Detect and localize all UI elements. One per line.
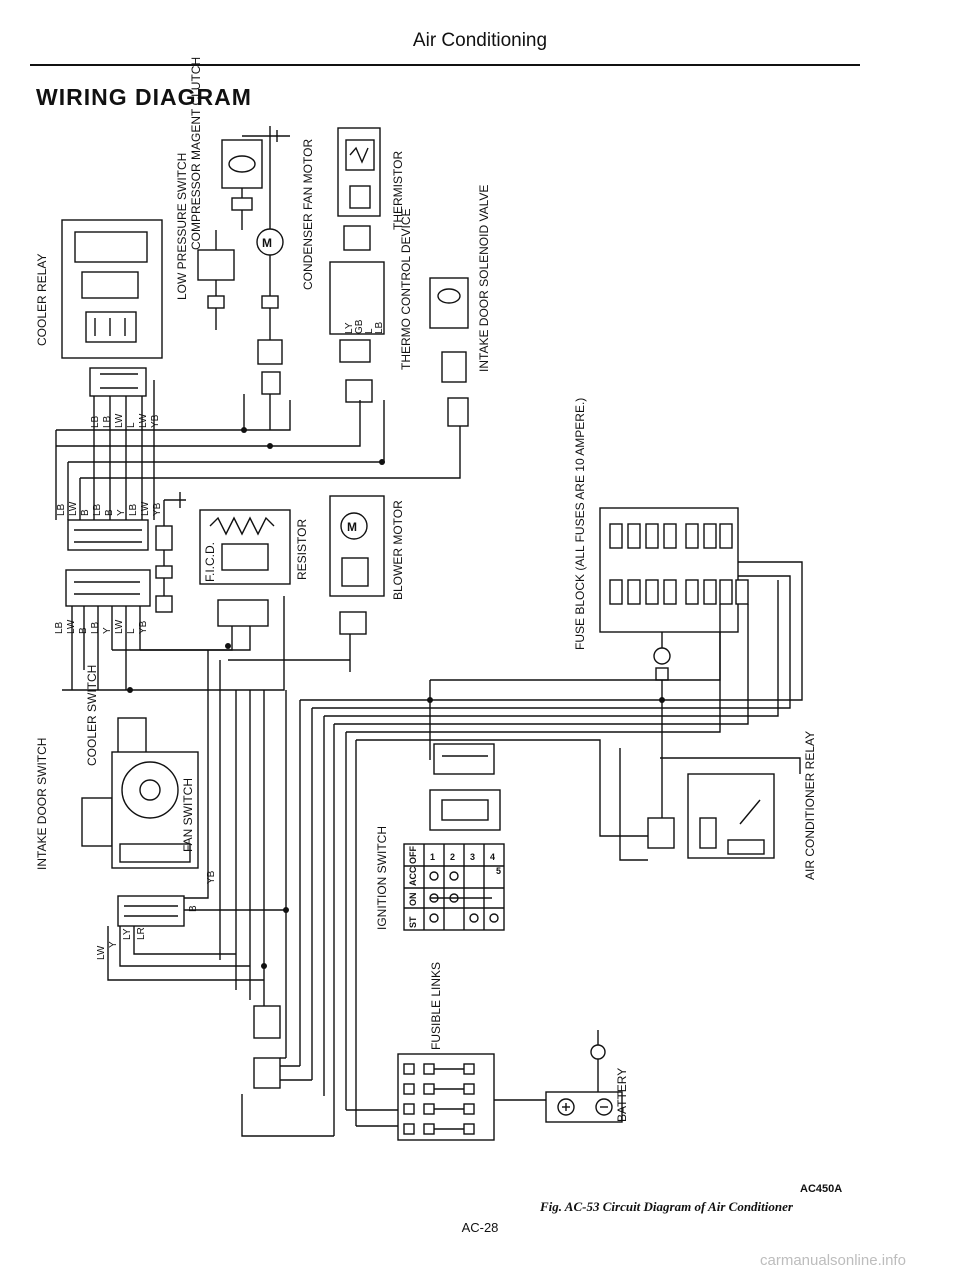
svg-text:B: B xyxy=(104,509,115,516)
fusible-link-rows xyxy=(403,1063,475,1135)
figure-code: AC450A xyxy=(800,1183,843,1195)
svg-text:5: 5 xyxy=(496,866,501,876)
intake-switch-box xyxy=(81,797,113,847)
svg-text:ACC: ACC xyxy=(408,866,418,886)
lower-connector-a xyxy=(253,1005,281,1039)
svg-text:Y: Y xyxy=(102,627,113,634)
svg-text:LW: LW xyxy=(96,945,107,960)
fuse-row-bottom xyxy=(609,579,749,605)
fan-switch-connector xyxy=(117,895,185,927)
mid-connector xyxy=(67,519,149,551)
svg-text:M: M xyxy=(262,236,272,250)
svg-text:L: L xyxy=(364,328,375,334)
label-battery: BATTERY xyxy=(615,1068,629,1122)
svg-text:B: B xyxy=(188,905,199,912)
label-resistor: RESISTOR xyxy=(295,519,309,580)
svg-text:1: 1 xyxy=(430,852,435,862)
svg-text:3: 3 xyxy=(470,852,475,862)
svg-text:LB: LB xyxy=(374,321,385,334)
section-title: WIRING DIAGRAM xyxy=(36,84,252,110)
header-rule xyxy=(30,64,860,66)
svg-text:YB: YB xyxy=(138,620,149,634)
wire-codes-relay: LB LB LW L LW YB xyxy=(90,413,161,428)
wire-harness xyxy=(55,380,803,1137)
svg-text:L: L xyxy=(126,422,137,428)
svg-text:LW: LW xyxy=(66,619,77,634)
label-low-pressure: LOW PRESSURE SWITCH xyxy=(175,153,189,300)
svg-text:LB: LB xyxy=(54,621,65,634)
svg-text:LB: LB xyxy=(56,503,67,516)
ficd-box xyxy=(155,525,173,551)
svg-text:LB: LB xyxy=(102,415,113,428)
label-thermistor: THERMISTOR xyxy=(391,151,405,230)
svg-text:LW: LW xyxy=(114,619,125,634)
page-number: AC-28 xyxy=(461,1220,499,1235)
svg-text:B: B xyxy=(80,509,91,516)
svg-text:4: 4 xyxy=(490,852,495,862)
indicator-bulb xyxy=(653,647,671,665)
ignition-table xyxy=(403,843,505,931)
svg-text:LB: LB xyxy=(90,415,101,428)
svg-text:LW: LW xyxy=(140,501,151,516)
svg-text:LB: LB xyxy=(128,503,139,516)
svg-text:ON: ON xyxy=(408,893,418,907)
compressor-clutch-box xyxy=(221,139,263,189)
svg-text:M: M xyxy=(347,520,357,534)
label-compressor: COMPRESSOR MAGENT CLUTCH xyxy=(189,57,203,250)
label-fusible: FUSIBLE LINKS xyxy=(429,962,443,1050)
wire-codes-fan: LB LW B LB Y LW L YB xyxy=(54,619,149,634)
resistor-connector xyxy=(217,599,269,627)
label-blower: BLOWER MOTOR xyxy=(391,500,405,600)
label-condenser: CONDENSER FAN MOTOR xyxy=(301,139,315,290)
svg-text:LB: LB xyxy=(90,621,101,634)
svg-text:L: L xyxy=(126,628,137,634)
label-fan-switch: FAN SWITCH xyxy=(181,778,195,852)
label-intake-switch: INTAKE DOOR SWITCH xyxy=(35,738,49,870)
svg-text:YB: YB xyxy=(152,502,163,516)
label-fuse-block: FUSE BLOCK (ALL FUSES ARE 10 AMPERE.) xyxy=(573,398,587,650)
label-cooler-switch: COOLER SWITCH xyxy=(85,665,99,766)
relay-connector xyxy=(89,367,147,397)
ignition-modes: ST ON ACC OFF xyxy=(408,846,418,928)
svg-text:Y: Y xyxy=(116,509,127,516)
svg-text:LY: LY xyxy=(122,928,133,940)
svg-text:LW: LW xyxy=(138,413,149,428)
svg-text:ST: ST xyxy=(408,916,418,928)
junction-dots xyxy=(127,427,665,969)
fan-connector xyxy=(65,569,151,607)
svg-text:LR: LR xyxy=(136,927,147,940)
thermo-control-box xyxy=(329,261,385,335)
label-ficd: F.I.C.D. xyxy=(203,542,217,582)
svg-text:LY: LY xyxy=(344,322,355,334)
svg-text:LB: LB xyxy=(92,503,103,516)
svg-text:B: B xyxy=(78,627,89,634)
ignition-terminals: 1 2 3 4 5 xyxy=(430,852,501,876)
figure-caption: Fig. AC-53 Circuit Diagram of Air Condit… xyxy=(540,1199,793,1214)
svg-text:2: 2 xyxy=(450,852,455,862)
watermark: carmanualsonline.info xyxy=(760,1252,906,1269)
wire-codes-bottom: LW Y LY LR YB B xyxy=(96,870,217,960)
svg-text:Y: Y xyxy=(108,941,119,948)
svg-text:GB: GB xyxy=(354,319,365,334)
svg-text:YB: YB xyxy=(206,870,217,884)
wire-codes-thermo: LY GB L LB xyxy=(344,319,385,334)
ac-relay-connector xyxy=(647,817,675,849)
svg-text:LW: LW xyxy=(68,501,79,516)
low-pressure-switch xyxy=(197,249,235,281)
page-header: Air Conditioning xyxy=(412,30,548,51)
label-ac-relay: AIR CONDITIONER RELAY xyxy=(803,731,817,880)
fuse-row-top xyxy=(609,523,733,549)
wire-codes-mid: LB LW B LB B Y LB LW YB xyxy=(56,501,163,516)
svg-text:OFF: OFF xyxy=(408,846,418,864)
svg-text:YB: YB xyxy=(150,414,161,428)
label-solenoid: INTAKE DOOR SOLENOID VALVE xyxy=(477,185,491,372)
label-cooler-relay: COOLER RELAY xyxy=(35,254,49,346)
ignition-connector-top xyxy=(433,743,495,775)
lower-connector-b xyxy=(253,1057,281,1089)
svg-text:LW: LW xyxy=(114,413,125,428)
label-ignition: IGNITION SWITCH xyxy=(375,826,389,930)
label-thermo: THERMO CONTROL DEVICE xyxy=(399,208,413,370)
